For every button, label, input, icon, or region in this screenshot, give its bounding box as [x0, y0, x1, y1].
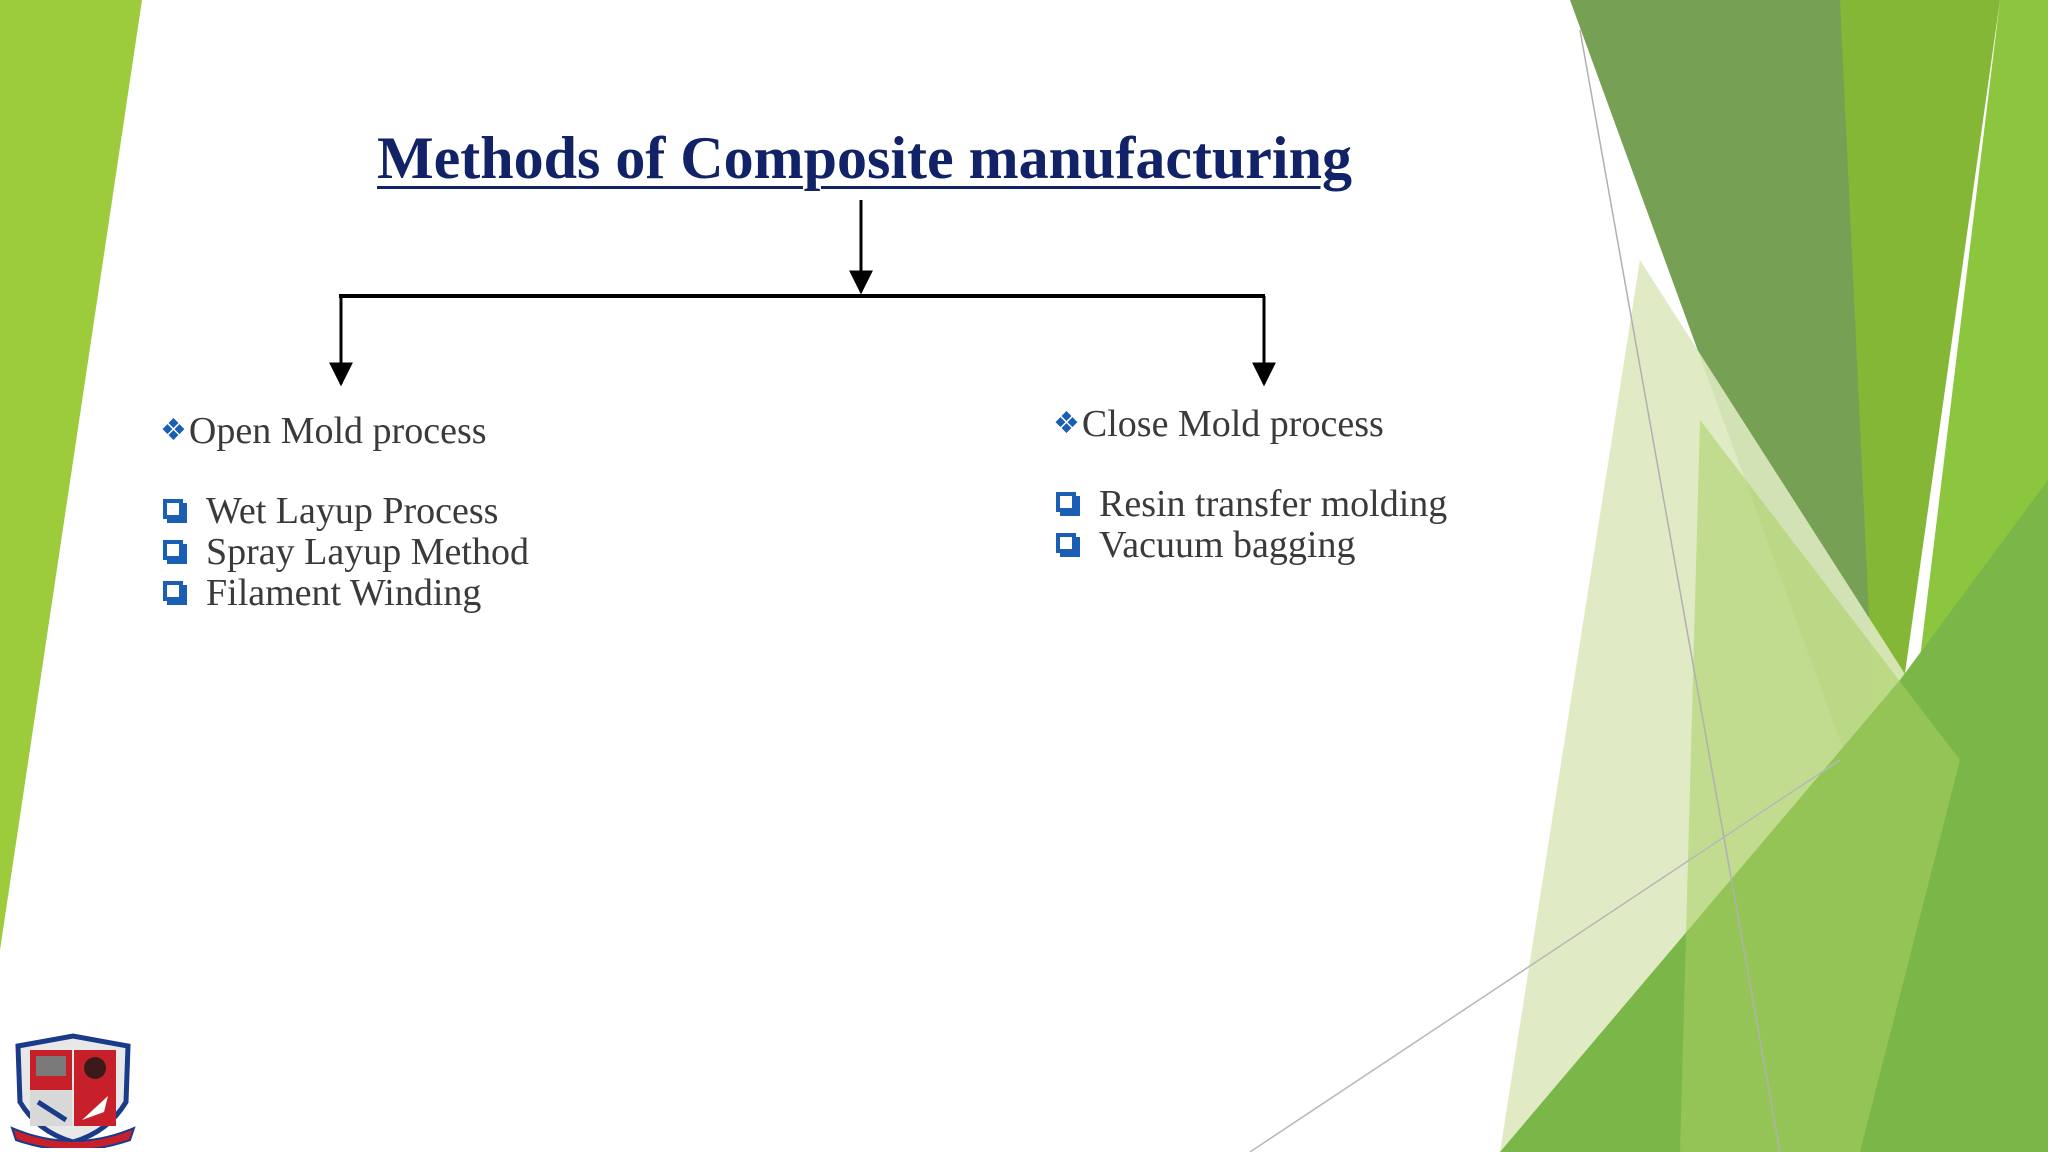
- open-mold-branch: ❖ Open Mold process Wet Layup Process Sp…: [160, 409, 529, 614]
- list-item-label: Vacuum bagging: [1099, 524, 1356, 566]
- list-item: Filament Winding: [160, 573, 529, 614]
- thin-line-2: [1249, 759, 1841, 1152]
- close-mold-heading: Close Mold process: [1081, 403, 1384, 445]
- list-item: Wet Layup Process: [160, 491, 529, 532]
- close-mold-list: Resin transfer molding Vacuum bagging: [1053, 484, 1447, 566]
- open-mold-list: Wet Layup Process Spray Layup Method Fil…: [160, 491, 529, 614]
- four-diamond-bullet-icon: ❖: [1053, 407, 1080, 440]
- open-mold-heading: Open Mold process: [188, 410, 487, 452]
- left-green-band: [0, 0, 142, 950]
- list-item: Resin transfer molding: [1053, 484, 1447, 525]
- slide-title: Methods of Composite manufacturing: [377, 125, 1352, 191]
- checkbox-bullet-icon: [163, 580, 183, 601]
- list-item-label: Filament Winding: [206, 572, 482, 614]
- list-item: Vacuum bagging: [1053, 525, 1447, 566]
- four-diamond-bullet-icon: ❖: [160, 414, 187, 447]
- list-item-label: Spray Layup Method: [206, 531, 529, 573]
- university-crest-icon: [10, 1033, 136, 1148]
- checkbox-bullet-icon: [163, 498, 183, 519]
- checkbox-bullet-icon: [1056, 491, 1076, 512]
- list-item-label: Resin transfer molding: [1099, 483, 1448, 525]
- branch-heading: ❖ Close Mold process: [1053, 402, 1447, 446]
- bottom-green-triangle: [1500, 480, 2048, 1152]
- thin-line-1: [1579, 29, 1781, 1152]
- checkbox-bullet-icon: [163, 539, 183, 560]
- close-mold-branch: ❖ Close Mold process Resin transfer mold…: [1053, 402, 1447, 566]
- list-item-label: Wet Layup Process: [206, 490, 499, 532]
- checkbox-bullet-icon: [1056, 532, 1076, 553]
- mid-green-overlay: [1680, 420, 1960, 1152]
- list-item: Spray Layup Method: [160, 532, 529, 573]
- branch-heading: ❖ Open Mold process: [160, 409, 529, 453]
